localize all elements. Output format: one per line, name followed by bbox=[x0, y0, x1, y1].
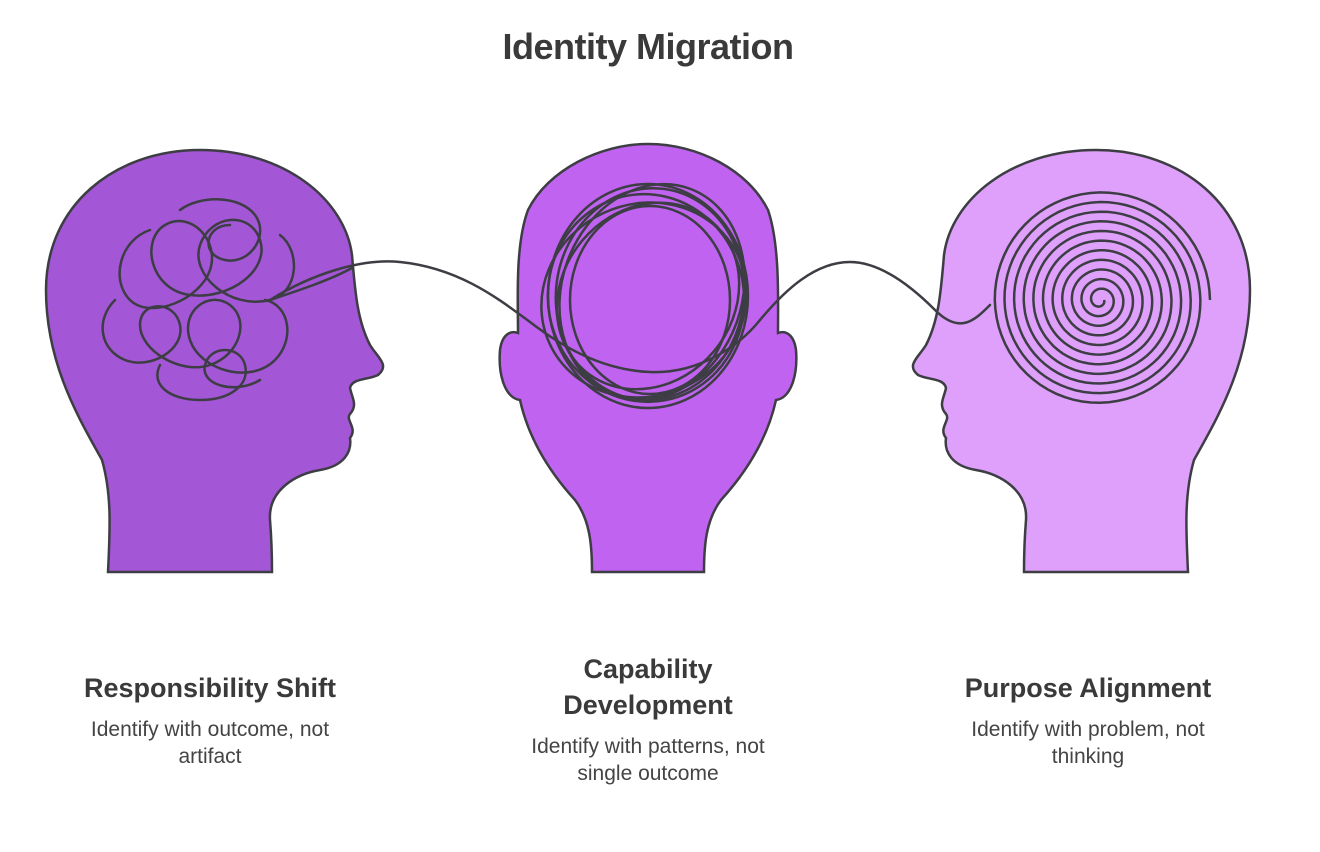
stage-description: Identify with patterns, not single outco… bbox=[531, 735, 765, 785]
head-center bbox=[498, 142, 798, 574]
head-left bbox=[44, 148, 385, 574]
stage-heading: Capability Development bbox=[563, 654, 733, 720]
stage-heading: Responsibility Shift bbox=[83, 673, 337, 703]
stage-heading: Purpose Alignment bbox=[964, 673, 1212, 703]
tangled-scribble-icon bbox=[101, 198, 354, 402]
stage-description: Identify with problem, not thinking bbox=[971, 718, 1205, 768]
stage-capability-development: Capability Development Identify with pat… bbox=[470, 651, 826, 787]
stage-purpose-alignment: Purpose Alignment Identify with problem,… bbox=[918, 670, 1258, 770]
stage-description: Identify with outcome, not artifact bbox=[90, 718, 330, 768]
connecting-thread bbox=[268, 260, 992, 374]
circular-loops-icon bbox=[540, 182, 750, 410]
diagram-title: Identity Migration bbox=[502, 26, 795, 67]
stage-responsibility-shift: Responsibility Shift Identify with outco… bbox=[40, 670, 380, 770]
spiral-icon bbox=[993, 191, 1212, 405]
